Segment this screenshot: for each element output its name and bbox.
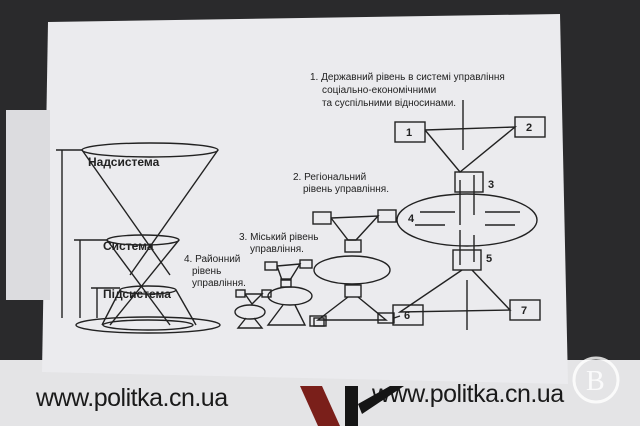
level-1-line-3: та суспільними відносинами. xyxy=(322,98,456,109)
box-7-label: 7 xyxy=(521,305,527,317)
box-3-label: 3 xyxy=(488,179,494,191)
level-1-line-1: 1. Державний рівень в системі управління xyxy=(310,72,505,83)
ellipse-4-label: 4 xyxy=(408,213,415,225)
svg-text:В: В xyxy=(586,366,605,397)
level-2-line-1: 2. Регіональний xyxy=(293,172,366,183)
watermark-logo: В xyxy=(572,356,620,404)
level-4-line-1: 4. Районний xyxy=(184,254,240,265)
level-4-line-2: рівень xyxy=(192,266,221,277)
level-1-line-2: соціально-економічними xyxy=(322,85,436,96)
label-pidsystema: Підсистема xyxy=(103,287,171,301)
level-2-line-2: рівень управління. xyxy=(303,184,389,195)
box-5-label: 5 xyxy=(486,253,492,265)
level-3-line-1: 3. Міський рівень xyxy=(239,232,318,243)
banner-url-right: www.politka.cn.ua xyxy=(372,380,564,408)
label-systema: Система xyxy=(103,239,154,253)
box-2-label: 2 xyxy=(526,122,532,134)
box-6-label: 6 xyxy=(404,310,410,322)
level-3-line-2: управління. xyxy=(250,244,304,255)
banner-logo xyxy=(300,386,404,426)
label-nadsystema: Надсистема xyxy=(88,155,160,169)
level-4-line-3: управління. xyxy=(192,278,246,289)
banner-url-left: www.politka.cn.ua xyxy=(36,384,228,412)
box-1-label: 1 xyxy=(406,127,412,139)
